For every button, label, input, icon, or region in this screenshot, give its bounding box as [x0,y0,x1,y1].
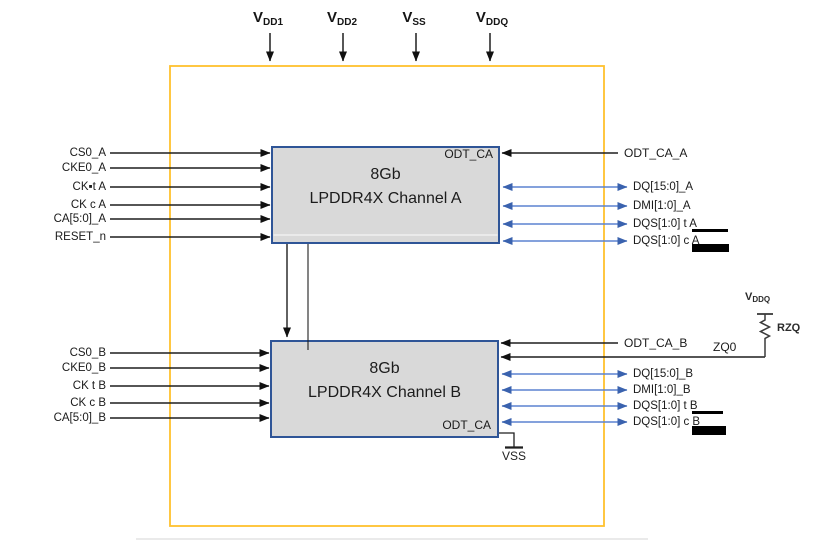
dqs-c-b-underline [692,426,726,435]
signal-label-dmi-a: DMI[1:0]_A [633,200,691,212]
signal-label-ck-c-b: CK c B [70,397,106,409]
channel-b-size-label: 8Gb [369,360,400,377]
dqs-c-a-underline [692,244,729,252]
signal-label-cke0-a: CKE0_A [61,162,106,174]
channel-a-odt-pin-label: ODT_CA [444,147,493,161]
signal-label-odt-ca-b: ODT_CA_B [624,336,688,350]
power-arrows [266,33,494,62]
signal-label-dqs-c-a: DQS[1:0] c A [633,235,700,247]
rzq-resistor-label: RZQ [777,322,801,334]
signal-label-odt-ca-a: ODT_CA_A [624,146,688,160]
power-label-vdd2: VDD2 [326,9,358,28]
signal-label-cs0-a: CS0_A [69,147,106,159]
channel-a-input-arrows [110,149,271,241]
channel-b-bus-arrows [501,370,628,426]
channel-a-name-label: LPDDR4X Channel A [309,190,462,207]
channel-b-odt-pin-label: ODT_CA [442,418,491,432]
rzq-vddq-label: VDDQ [745,291,771,304]
vss-ground-label: VSS [501,449,526,463]
signal-label-dqs-c-b: DQS[1:0] c B [633,416,701,428]
ground-stub [499,432,515,447]
dqs-t-a-underline [692,229,728,232]
channel-b-block [270,340,499,438]
signal-label-ck-t-b: CK t B [72,380,106,392]
package-outline [169,65,605,527]
power-label-vss: VSS [402,9,426,28]
channel-b-input-arrows [110,349,270,422]
signal-label-dqs-t-b: DQS[1:0] t B [633,400,698,412]
signal-label-dq-b: DQ[15:0]_B [633,368,694,380]
rzq-resistor [757,313,773,357]
signal-label-cke0-b: CKE0_B [61,362,106,374]
channel-a-block [271,146,500,244]
signal-label-ca-a: CA[5:0]_A [53,213,106,225]
signal-label-dqs-t-a: DQS[1:0] t A [633,218,697,230]
signal-label-cs0-b: CS0_B [69,347,106,359]
power-label-vddq: VDDQ [475,9,509,28]
dqs-t-b-underline [692,411,723,414]
signal-label-ck-c-a: CK c A [70,199,106,211]
odt-zq-lines [500,149,765,361]
inter-channel-links [283,244,309,350]
signal-label-dmi-b: DMI[1:0]_B [633,384,691,396]
vss-ground-symbol [499,432,523,449]
resistor-zigzag [758,314,772,344]
signal-label-ca-b: CA[5:0]_B [53,412,106,424]
power-label-vdd1: VDD1 [252,9,284,28]
channel-b-name-label: LPDDR4X Channel B [308,384,461,401]
signal-label-reset-n: RESET_n [54,231,106,243]
signal-label-zq0: ZQ0 [713,340,737,354]
signal-label-ck-t-a: CK▪t A [72,181,106,193]
signal-label-dq-a: DQ[15:0]_A [633,181,694,193]
channel-a-size-label: 8Gb [370,166,401,183]
channel-a-bus-arrows [502,183,628,245]
